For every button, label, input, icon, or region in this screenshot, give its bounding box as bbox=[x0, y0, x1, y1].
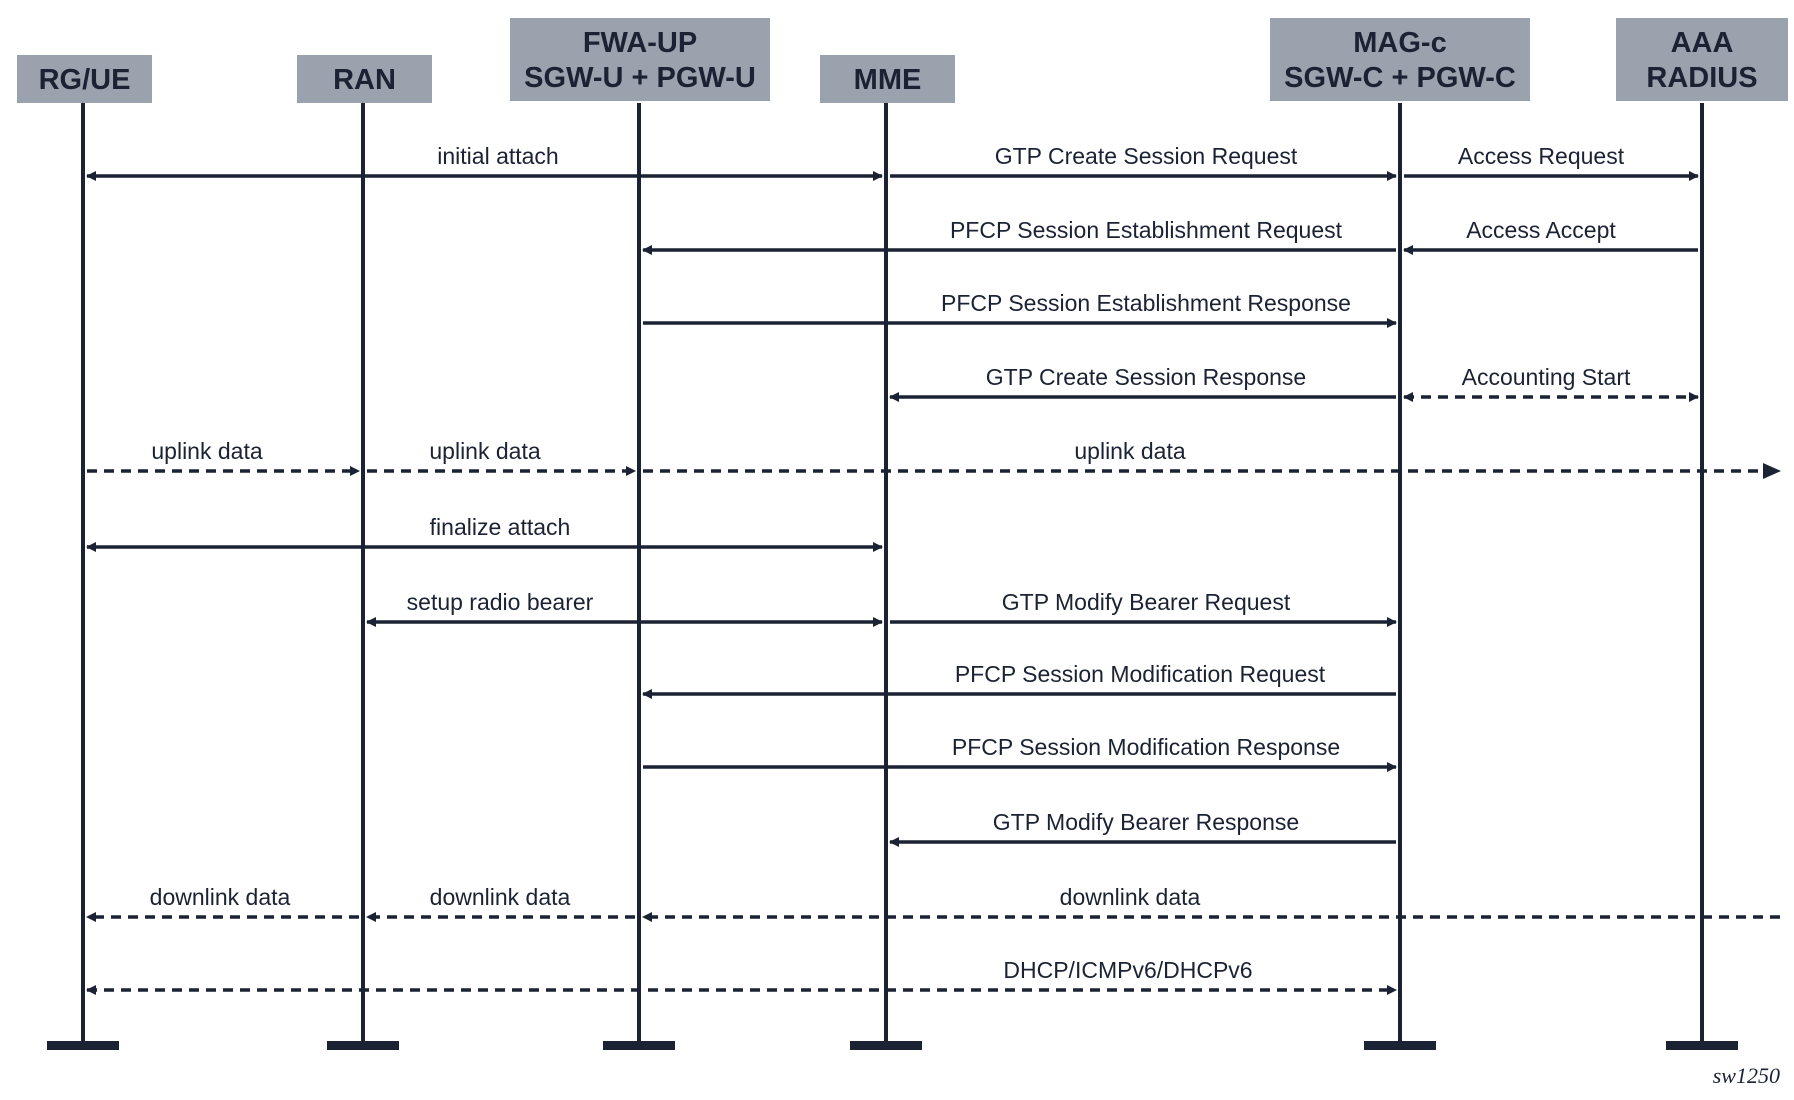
message-label: PFCP Session Establishment Response bbox=[941, 290, 1351, 316]
message-accounting-start: Accounting Start bbox=[1403, 364, 1699, 402]
message-dhcp-icmpv6-dhcpv6: DHCP/ICMPv6/DHCPv6 bbox=[86, 957, 1397, 995]
message-label: downlink data bbox=[1060, 884, 1201, 910]
message-finalize-attach: finalize attach bbox=[86, 514, 883, 552]
entity-header-box bbox=[820, 55, 955, 103]
message-label: PFCP Session Modification Request bbox=[955, 661, 1326, 687]
entity-header-rgue: RG/UE bbox=[17, 55, 152, 103]
message-gtp-create-session-response: GTP Create Session Response bbox=[889, 364, 1396, 402]
entity-header-ran: RAN bbox=[297, 55, 432, 103]
message-label: Access Request bbox=[1458, 143, 1625, 169]
entity-header-box bbox=[17, 55, 152, 103]
lifeline-end-bar-aaa bbox=[1666, 1041, 1738, 1050]
message-initial-attach: initial attach bbox=[86, 143, 883, 181]
messages-layer: initial attach GTP Create Session Request… bbox=[86, 143, 1781, 995]
figure-code: sw1250 bbox=[1713, 1063, 1780, 1088]
lifeline-end-bar-mme bbox=[850, 1041, 922, 1050]
message-uplink-data: uplink data bbox=[367, 438, 636, 476]
message-label: GTP Modify Bearer Request bbox=[1002, 589, 1291, 615]
message-label: GTP Modify Bearer Response bbox=[993, 809, 1299, 835]
message-downlink-data: downlink data bbox=[86, 884, 359, 922]
message-label: initial attach bbox=[437, 143, 558, 169]
entity-header-mme: MME bbox=[820, 55, 955, 103]
message-gtp-modify-bearer-request: GTP Modify Bearer Request bbox=[890, 589, 1397, 627]
entity-name-line: RADIUS bbox=[1646, 62, 1757, 94]
entity-header-box bbox=[1270, 18, 1530, 101]
entity-header-box bbox=[1616, 18, 1788, 101]
message-access-accept: Access Accept bbox=[1403, 217, 1698, 255]
lifeline-end-bar-magc bbox=[1364, 1041, 1436, 1050]
message-label: downlink data bbox=[430, 884, 571, 910]
message-uplink-data: uplink data bbox=[87, 438, 360, 476]
entity-name-line: MAG-c bbox=[1353, 27, 1446, 59]
entity-name-line: AAA bbox=[1671, 27, 1734, 59]
message-downlink-data: downlink data bbox=[366, 884, 635, 922]
lifeline-end-bar-fwaup bbox=[603, 1041, 675, 1050]
entity-name-line: SGW-C + PGW-C bbox=[1284, 62, 1516, 94]
entity-name-line: FWA-UP bbox=[583, 27, 697, 59]
message-label: DHCP/ICMPv6/DHCPv6 bbox=[1003, 957, 1252, 983]
message-label: GTP Create Session Response bbox=[986, 364, 1306, 390]
message-label: uplink data bbox=[1074, 438, 1185, 464]
message-downlink-data: downlink data bbox=[642, 884, 1780, 922]
entity-name-line: RAN bbox=[333, 64, 396, 96]
message-pfcp-session-modification-response: PFCP Session Modification Response bbox=[643, 734, 1397, 772]
message-gtp-create-session-request: GTP Create Session Request bbox=[890, 143, 1397, 181]
message-pfcp-session-modification-request: PFCP Session Modification Request bbox=[642, 661, 1396, 699]
entity-header-box bbox=[297, 55, 432, 103]
message-pfcp-session-establishment-request: PFCP Session Establishment Request bbox=[642, 217, 1396, 255]
message-label: Access Accept bbox=[1466, 217, 1616, 243]
entity-name-line: SGW-U + PGW-U bbox=[524, 62, 756, 94]
entity-name-line: RG/UE bbox=[39, 64, 131, 96]
entity-name-line: MME bbox=[854, 64, 922, 96]
message-label: finalize attach bbox=[430, 514, 571, 540]
entity-header-box bbox=[510, 18, 770, 101]
lifeline-end-bar-rgue bbox=[47, 1041, 119, 1050]
lifelines-layer bbox=[47, 103, 1738, 1050]
message-access-request: Access Request bbox=[1404, 143, 1699, 181]
message-setup-radio-bearer: setup radio bearer bbox=[366, 589, 883, 627]
message-label: PFCP Session Establishment Request bbox=[950, 217, 1343, 243]
message-label: GTP Create Session Request bbox=[995, 143, 1298, 169]
message-label: setup radio bearer bbox=[407, 589, 594, 615]
message-gtp-modify-bearer-response: GTP Modify Bearer Response bbox=[889, 809, 1396, 847]
message-label: uplink data bbox=[151, 438, 262, 464]
message-label: uplink data bbox=[429, 438, 540, 464]
message-label: downlink data bbox=[150, 884, 291, 910]
message-uplink-data: uplink data bbox=[643, 438, 1781, 479]
lifeline-end-bar-ran bbox=[327, 1041, 399, 1050]
message-pfcp-session-establishment-response: PFCP Session Establishment Response bbox=[643, 290, 1397, 328]
message-label: PFCP Session Modification Response bbox=[952, 734, 1340, 760]
message-label: Accounting Start bbox=[1462, 364, 1631, 390]
